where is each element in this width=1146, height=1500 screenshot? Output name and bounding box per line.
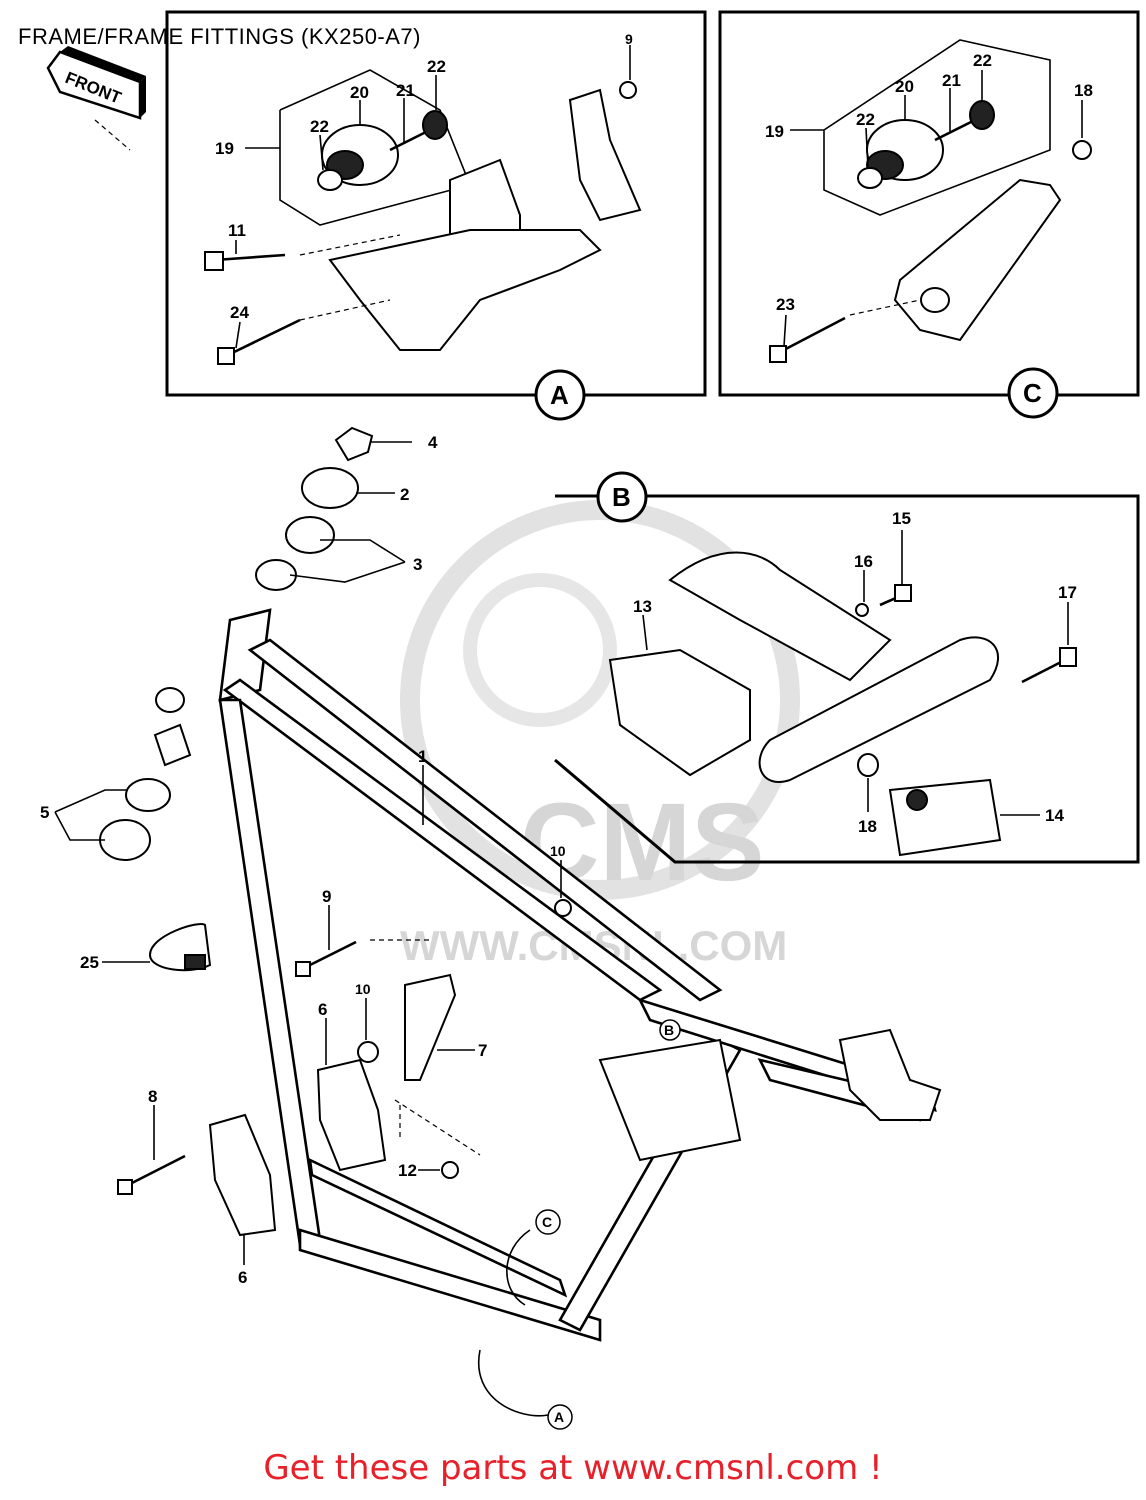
callout-10-upper: 10 [550, 843, 566, 859]
callout-22-b: 22 [310, 117, 329, 136]
inset-c-label: C [1023, 378, 1042, 408]
front-direction-badge: FRONT [46, 46, 146, 151]
callout-8: 8 [148, 1087, 157, 1106]
callout-5: 5 [40, 803, 49, 822]
callout-1: 1 [418, 747, 427, 766]
callout-c-22-b: 22 [856, 110, 875, 129]
inset-b: B 15 16 13 17 18 14 [554, 471, 1140, 864]
callout-25: 25 [80, 953, 99, 972]
callout-b-17: 17 [1058, 583, 1077, 602]
callout-9: 9 [322, 887, 331, 906]
callout-c-23: 23 [776, 295, 795, 314]
frame-ref-b: B [664, 1022, 674, 1038]
callout-19: 19 [215, 139, 234, 158]
callout-4: 4 [428, 433, 438, 452]
motorcycle-frame: 4 2 3 1 5 10 9 25 10 6 7 8 12 6 B C A [40, 426, 942, 1430]
callout-6-upper: 6 [318, 1000, 327, 1019]
callout-c-20: 20 [895, 77, 914, 96]
callout-20: 20 [350, 83, 369, 102]
frame-ref-c: C [542, 1214, 552, 1230]
callout-21: 21 [396, 81, 415, 100]
callout-b-18: 18 [858, 817, 877, 836]
callout-11: 11 [228, 221, 246, 240]
callout-c-21: 21 [942, 71, 961, 90]
callout-2: 2 [400, 485, 409, 504]
inset-b-label: B [612, 482, 631, 512]
inset-c: 19 20 21 22 22 18 23 C [718, 10, 1140, 419]
callout-c-19: 19 [765, 122, 784, 141]
callout-b-13: 13 [633, 597, 652, 616]
callout-9-top: 9 [625, 31, 633, 47]
callout-22: 22 [427, 57, 446, 76]
footer-cta[interactable]: Get these parts at www.cmsnl.com ! [263, 1448, 883, 1488]
callout-12: 12 [398, 1161, 417, 1180]
callout-3: 3 [413, 555, 422, 574]
callout-b-14: 14 [1045, 806, 1064, 825]
callout-c-18: 18 [1074, 81, 1093, 100]
callout-b-15: 15 [892, 509, 911, 528]
callout-c-22: 22 [973, 51, 992, 70]
inset-a-label: A [550, 380, 569, 410]
callout-6-lower: 6 [238, 1268, 247, 1287]
inset-a: 19 20 21 22 22 11 24 9 A [165, 10, 707, 421]
callout-24: 24 [230, 303, 249, 322]
page-title: FRAME/FRAME FITTINGS (KX250-A7) [18, 24, 421, 49]
frame-ref-a: A [554, 1409, 564, 1425]
callout-10-lower: 10 [355, 981, 371, 997]
callout-7: 7 [478, 1041, 487, 1060]
callout-b-16: 16 [854, 552, 873, 571]
